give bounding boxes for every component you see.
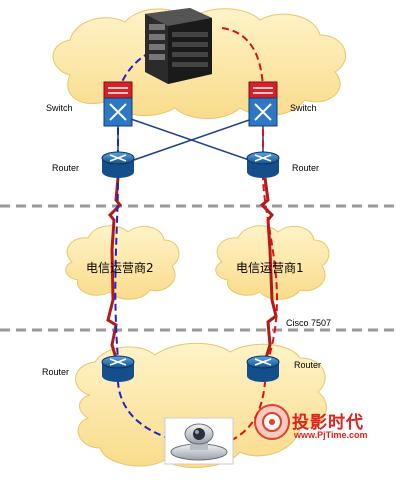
wan-link-left bbox=[106, 177, 123, 359]
watermark-brand: 投影时代 bbox=[292, 413, 364, 433]
pjtime-logo-icon bbox=[254, 404, 290, 440]
video-conference-camera-icon bbox=[164, 417, 234, 465]
server-rack-icon bbox=[145, 8, 212, 84]
carrier-1-cloud bbox=[215, 225, 330, 300]
router-left-top-icon bbox=[101, 151, 135, 178]
router-left-bottom-icon bbox=[101, 355, 135, 382]
switch-right-icon bbox=[248, 81, 278, 127]
path-blue-dashed bbox=[114, 47, 176, 441]
wan-link-right bbox=[259, 177, 278, 359]
switch-right-label: Switch bbox=[290, 103, 317, 113]
router-left-top-label: Router bbox=[52, 163, 80, 173]
link-switch-right-router-left bbox=[127, 117, 256, 163]
carrier-2-label: 电信运营商2 bbox=[86, 261, 154, 275]
router-right-top-icon bbox=[246, 151, 280, 178]
cisco-model-label: Cisco 7507 bbox=[286, 318, 332, 328]
switch-left-icon bbox=[103, 81, 133, 127]
router-right-bottom-icon bbox=[246, 355, 280, 382]
router-right-top-label: Router bbox=[292, 163, 320, 173]
carrier-2-cloud bbox=[65, 225, 180, 300]
carrier-1-label: 电信运营商1 bbox=[236, 261, 304, 275]
path-red-dashed bbox=[221, 27, 278, 441]
router-left-bottom-label: Router bbox=[42, 367, 70, 377]
switch-left-label: Switch bbox=[46, 103, 73, 113]
router-right-bottom-label: Router bbox=[294, 360, 322, 370]
watermark-url: www.PjTime.com bbox=[294, 430, 368, 440]
